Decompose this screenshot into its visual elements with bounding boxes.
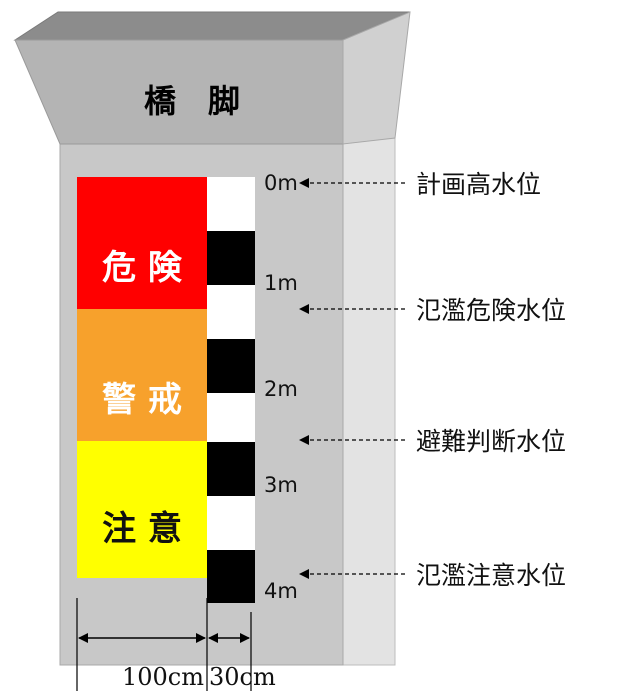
gauge-stripe	[207, 177, 255, 231]
level-label-evacuation-decision: 避難判断水位	[416, 427, 566, 456]
gauge-stripe	[207, 550, 255, 603]
gauge-stripe	[207, 231, 255, 285]
meter-label-3: 3m	[264, 473, 298, 497]
meter-label-4: 4m	[264, 579, 298, 603]
gauge-stripe	[207, 339, 255, 393]
level-labels: 計画高水位 氾濫危険水位 避難判断水位 氾濫注意水位	[416, 170, 566, 590]
pier-cap-side	[342, 11, 411, 145]
meter-label-2: 2m	[264, 377, 298, 401]
pier-cap-top	[13, 11, 411, 41]
zone-danger	[77, 177, 207, 309]
dimension-label-scale-width: 30cm	[209, 663, 276, 691]
dimension-annotations: 100cm 30cm	[76, 598, 276, 691]
level-arrows	[299, 178, 405, 579]
gauge-stripe	[207, 442, 255, 496]
zone-caution-label: 注 意	[102, 509, 182, 549]
meter-labels: 0m 1m 2m 3m 4m	[264, 171, 298, 603]
zone-warning-label: 警 戒	[102, 380, 182, 420]
zone-danger-label: 危 険	[102, 248, 183, 288]
level-label-plan-high-water: 計画高水位	[416, 170, 541, 199]
zone-caution	[77, 441, 207, 578]
pier-title: 橋 脚	[144, 82, 240, 120]
gauge-stripe	[207, 393, 255, 442]
meter-label-0: 0m	[264, 171, 298, 195]
level-label-flood-caution: 氾濫注意水位	[416, 561, 566, 590]
gauge-stripe	[207, 496, 255, 550]
pier-side-face	[342, 137, 396, 666]
meter-label-1: 1m	[264, 271, 298, 295]
zone-warning	[77, 309, 207, 441]
staff-gauge	[207, 177, 255, 603]
warning-board: 危 険 警 戒 注 意	[77, 177, 207, 578]
dimension-label-board-width: 100cm	[122, 663, 204, 691]
gauge-stripe	[207, 285, 255, 339]
level-label-flood-danger: 氾濫危険水位	[416, 296, 566, 325]
